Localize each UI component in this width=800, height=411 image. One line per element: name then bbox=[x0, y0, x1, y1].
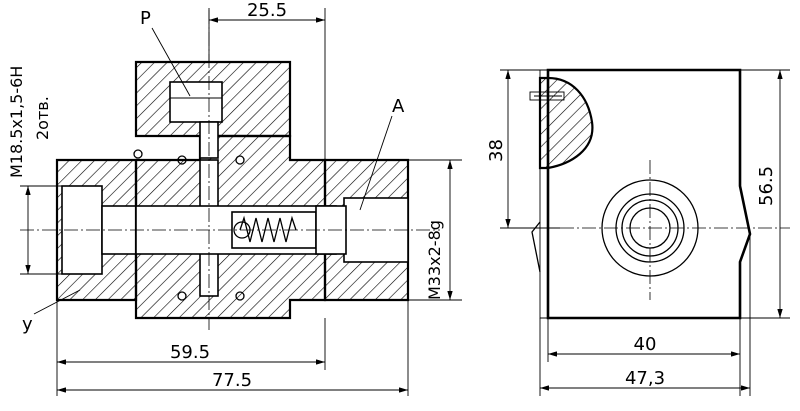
dim-side-inner-width: 40 bbox=[634, 334, 657, 355]
side-cutaway bbox=[538, 76, 594, 170]
dim-side-overall-height: 56.5 bbox=[756, 166, 777, 206]
side-view bbox=[529, 68, 790, 320]
dim-overall-length: 77.5 bbox=[212, 370, 252, 391]
dim-inlet-note: 2отв. bbox=[33, 96, 52, 140]
side-stub bbox=[531, 221, 541, 273]
front-dimensions: 25.5 P A y M18.5x1,5-6H 2отв. M33x2-8g 5… bbox=[7, 0, 462, 396]
label-port-p: P bbox=[140, 8, 151, 29]
label-part-y: y bbox=[22, 314, 33, 335]
label-part-a: A bbox=[392, 96, 405, 117]
front-section-view bbox=[20, 10, 440, 330]
side-dimensions: 38 56.5 40 47,3 bbox=[486, 69, 790, 396]
dim-inlet-thread: M18.5x1,5-6H bbox=[7, 66, 26, 178]
o-rings bbox=[133, 149, 245, 301]
dim-side-overall-width: 47,3 bbox=[625, 368, 665, 389]
port-p-bore bbox=[169, 81, 223, 123]
dim-side-upper-height: 38 bbox=[486, 139, 507, 162]
dim-body-inner-length: 59.5 bbox=[170, 342, 210, 363]
dim-outlet-thread: M33x2-8g bbox=[425, 220, 444, 300]
spring bbox=[239, 215, 297, 243]
side-body-outline bbox=[546, 68, 752, 320]
dim-top-offset: 25.5 bbox=[247, 0, 287, 21]
